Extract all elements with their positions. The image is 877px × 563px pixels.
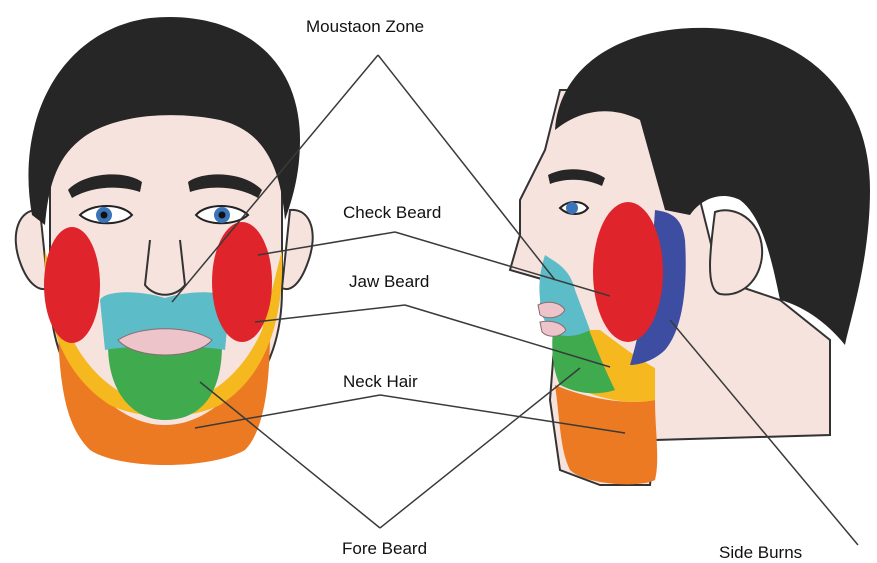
neck-hair-label: Neck Hair [343,372,418,392]
line-fore-side [380,368,580,528]
jaw-beard-label: Jaw Beard [349,272,429,292]
front-left-eye [80,206,132,223]
side-eye [560,202,588,214]
front-face [16,17,313,465]
line-moustache-side [378,55,555,280]
side-face [510,28,870,485]
cheek-beard-label: Check Beard [343,203,441,223]
side-ear [710,210,762,294]
side-burns-label: Side Burns [719,543,802,563]
front-left-cheek-zone [44,227,100,343]
front-right-cheek-zone [212,222,272,342]
moustache-zone-label: Moustaon Zone [306,17,424,37]
fore-beard-label: Fore Beard [342,539,427,559]
side-cheek-zone [593,202,663,342]
